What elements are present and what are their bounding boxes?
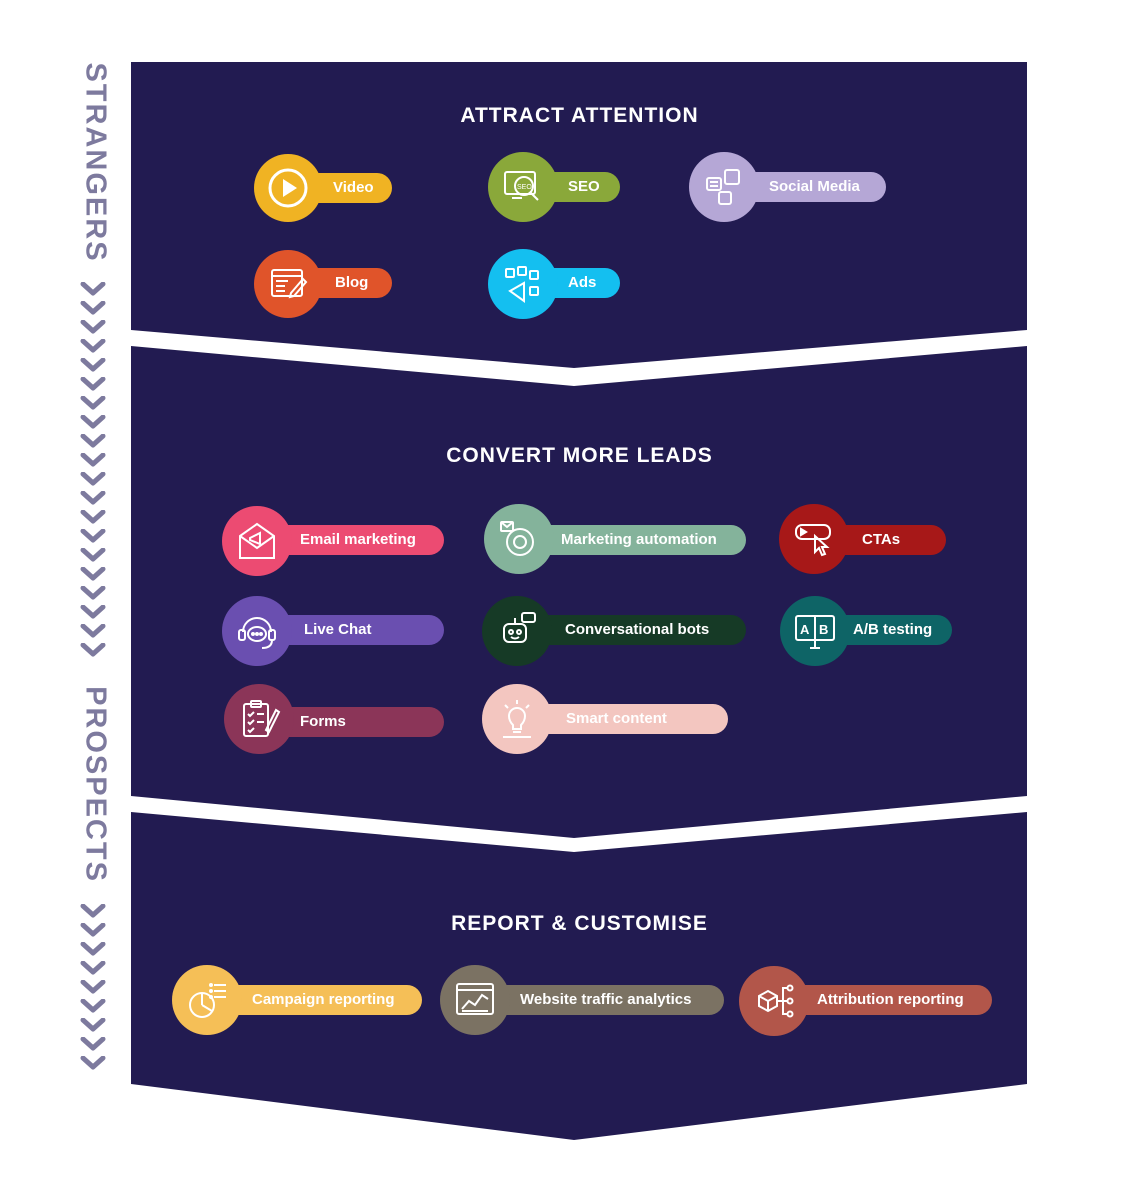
chevron-down-icon (80, 643, 106, 657)
chevron-down-icon (80, 942, 106, 956)
pill-smart-content (520, 704, 728, 734)
pill-attribution-reporting (776, 985, 992, 1015)
pill-live-chat (262, 615, 444, 645)
pill-conversational-bots (522, 615, 746, 645)
chevron-column-bottom (80, 904, 110, 1075)
band-report (131, 812, 1027, 1140)
label-conversational-bots: Conversational bots (565, 621, 710, 638)
attribution-network-icon (739, 966, 809, 1036)
side-label-strangers: STRANGERS (79, 62, 112, 263)
label-live-chat: Live Chat (304, 621, 372, 638)
chevron-down-icon (80, 624, 106, 638)
label-campaign-reporting: Campaign reporting (252, 991, 395, 1008)
pill-campaign-reporting (208, 985, 422, 1015)
chevron-down-icon (80, 1018, 106, 1032)
label-ads: Ads (568, 274, 597, 291)
automation-gear-icon (484, 504, 554, 574)
chevron-down-icon (80, 396, 106, 410)
chevron-down-icon (80, 434, 106, 448)
ads-megaphone-icon (488, 249, 558, 319)
chevron-down-icon (80, 529, 106, 543)
chevron-column-top (80, 282, 110, 662)
label-ctas: CTAs (862, 531, 901, 548)
pill-website-traffic-analytics (478, 985, 724, 1015)
chevron-down-icon (80, 999, 106, 1013)
pie-report-icon (172, 965, 242, 1035)
section-title-attract: ATTRACT ATTENTION (460, 104, 699, 127)
chevron-down-icon (80, 510, 106, 524)
chatbot-icon (482, 596, 552, 666)
chevron-down-icon (80, 301, 106, 315)
label-ab-testing: A/B testing (853, 621, 933, 638)
chevron-down-icon (80, 339, 106, 353)
chevron-down-icon (80, 377, 106, 391)
band-convert (131, 346, 1027, 838)
section-title-convert: CONVERT MORE LEADS (446, 444, 713, 467)
chevron-down-icon (80, 605, 106, 619)
svg-text:A: A (800, 622, 810, 637)
chevron-down-icon (80, 586, 106, 600)
lightbulb-icon (482, 684, 552, 754)
label-attribution-reporting: Attribution reporting (817, 991, 964, 1008)
chevron-down-icon (80, 358, 106, 372)
side-label-prospects: PROSPECTS (79, 686, 112, 883)
label-blog: Blog (335, 274, 369, 291)
pill-email-marketing (262, 525, 444, 555)
chevron-down-icon (80, 415, 106, 429)
chevron-down-icon (80, 472, 106, 486)
label-forms: Forms (300, 713, 346, 730)
chevron-down-icon (80, 904, 106, 918)
label-smart-content: Smart content (566, 710, 667, 727)
label-marketing-automation: Marketing automation (561, 531, 717, 548)
section-title-report: REPORT & CUSTOMISE (451, 912, 708, 935)
chevron-down-icon (80, 1037, 106, 1051)
chevron-down-icon (80, 491, 106, 505)
chevron-down-icon (80, 980, 106, 994)
social-media-icon (689, 152, 759, 222)
chevron-down-icon (80, 453, 106, 467)
chevron-down-icon (80, 1056, 106, 1070)
cta-click-icon (779, 504, 849, 574)
blog-edit-icon (254, 250, 322, 318)
play-icon (254, 154, 322, 222)
chevron-down-icon (80, 320, 106, 334)
seo-search-icon: SEO (488, 152, 558, 222)
email-megaphone-icon (222, 506, 292, 576)
pill-marketing-automation (522, 525, 746, 555)
svg-text:SEO: SEO (517, 184, 532, 191)
chevron-down-icon (80, 282, 106, 296)
label-video: Video (333, 179, 374, 196)
label-website-traffic-analytics: Website traffic analytics (520, 991, 692, 1008)
chevron-down-icon (80, 961, 106, 975)
chevron-down-icon (80, 548, 106, 562)
label-email-marketing: Email marketing (300, 531, 416, 548)
chevron-down-icon (80, 923, 106, 937)
label-seo: SEO (568, 178, 600, 195)
chat-headset-icon (222, 596, 292, 666)
svg-text:B: B (819, 622, 828, 637)
traffic-chart-icon (440, 965, 510, 1035)
form-checklist-icon (224, 684, 294, 754)
chevron-down-icon (80, 567, 106, 581)
label-social-media: Social Media (769, 178, 860, 195)
